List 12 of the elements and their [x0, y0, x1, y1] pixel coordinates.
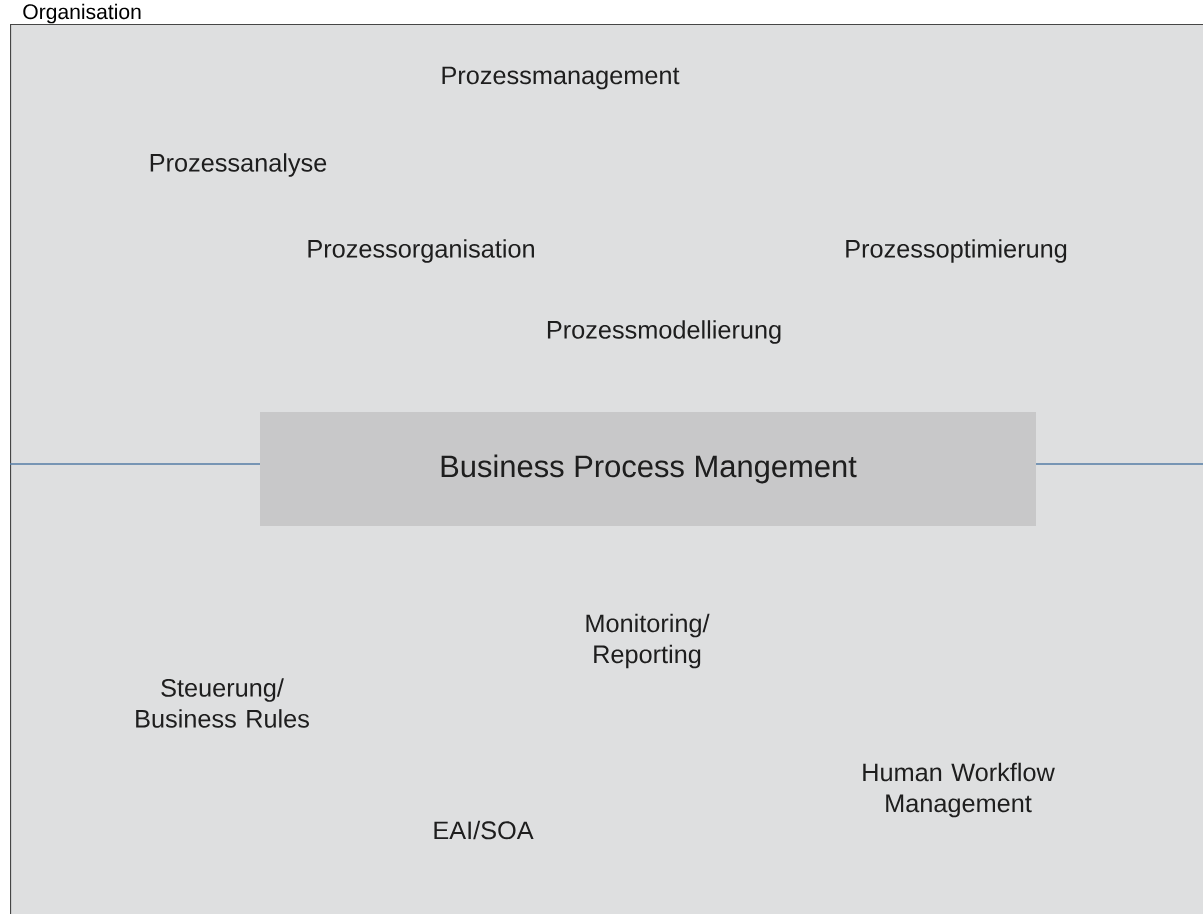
topic-label: Prozessanalyse [150, 153, 327, 177]
topic-label: Steuerung/ Business Rules [136, 678, 309, 728]
topic-label: Prozessorganisation [308, 239, 534, 263]
title-box: Business Process Mangement [260, 412, 1036, 526]
topic-label: Human Workflow Management [863, 762, 1055, 818]
panel [10, 24, 1203, 914]
topic-label: EAI/SOA [434, 820, 534, 840]
topic-label: Prozessmodellierung [547, 320, 781, 344]
topic-label: Prozessmanagement [442, 66, 680, 90]
topic-label: Prozessoptimierung [846, 239, 1067, 263]
panel-heading: Organisation [23, 3, 141, 24]
topic-label: Monitoring/ Reporting [586, 613, 710, 669]
